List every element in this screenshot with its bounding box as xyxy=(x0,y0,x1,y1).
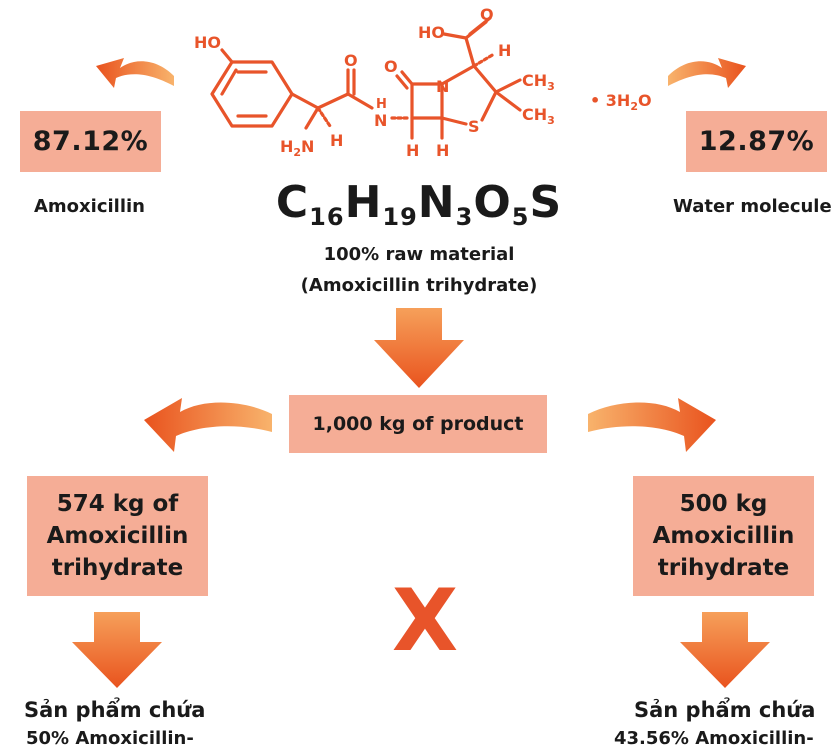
atom-h-beta-right: H xyxy=(436,141,449,160)
atom-o-acid: O xyxy=(480,5,494,24)
raw-material-caption: 100% raw material xyxy=(323,244,515,265)
bottom-left-title: Sản phẩm chứa xyxy=(24,698,206,722)
cross-mark: X xyxy=(391,571,459,671)
down-arrow-right-icon xyxy=(680,612,770,688)
amoxicillin-label: Amoxicillin xyxy=(34,196,145,217)
atom-ch3-b: CH3 xyxy=(522,105,555,127)
left-quantity-box: 574 kg of Amoxicillin trihydrate xyxy=(27,476,208,596)
curved-arrow-mid-right-icon xyxy=(588,398,716,452)
water-molecule-label: Water molecule xyxy=(673,196,832,217)
atom-h-amide: H xyxy=(376,97,387,112)
down-arrow-center-icon xyxy=(374,308,464,388)
curved-arrow-top-left-icon xyxy=(96,58,174,88)
raw-material-subcaption: (Amoxicillin trihydrate) xyxy=(300,275,538,296)
atom-h2n: H2N xyxy=(280,137,314,159)
down-arrow-left-icon xyxy=(72,612,162,688)
right-quantity-box: 500 kg Amoxicillin trihydrate xyxy=(633,476,814,596)
amoxicillin-percent-box: 87.12% xyxy=(20,111,161,172)
product-box: 1,000 kg of product xyxy=(289,395,547,453)
atom-h-beta-left: H xyxy=(406,141,419,160)
hydrate-label: • 3H2O xyxy=(590,91,652,113)
atom-n-ring: N xyxy=(436,77,449,96)
chemical-formula: C16H19N3O5S xyxy=(275,177,563,231)
atom-o-lactam: O xyxy=(384,57,398,76)
atom-ho-acid: HO xyxy=(418,23,445,42)
atom-s-ring: S xyxy=(468,117,480,136)
atom-ho: HO xyxy=(194,33,221,52)
bottom-right-title: Sản phẩm chứa xyxy=(634,698,816,722)
atom-h-alpha: H xyxy=(330,131,343,150)
curved-arrow-mid-left-icon xyxy=(144,398,272,452)
atom-n-amide: N xyxy=(374,111,387,130)
atom-h-top: H xyxy=(498,41,511,60)
product-label: 1,000 kg of product xyxy=(312,413,524,435)
bottom-left-sub: 50% Amoxicillin- xyxy=(26,728,194,749)
amoxicillin-percent: 87.12% xyxy=(32,126,149,157)
atom-o-amide: O xyxy=(344,51,358,70)
amoxicillin-structure: HO O O HO O H N CH3 CH3 S N H H2N H H H … xyxy=(194,5,652,160)
water-percent: 12.87% xyxy=(698,126,815,157)
bottom-right-sub: 43.56% Amoxicillin- xyxy=(614,728,814,749)
curved-arrow-top-right-icon xyxy=(668,58,746,88)
water-percent-box: 12.87% xyxy=(686,111,827,172)
atom-ch3-a: CH3 xyxy=(522,71,555,93)
